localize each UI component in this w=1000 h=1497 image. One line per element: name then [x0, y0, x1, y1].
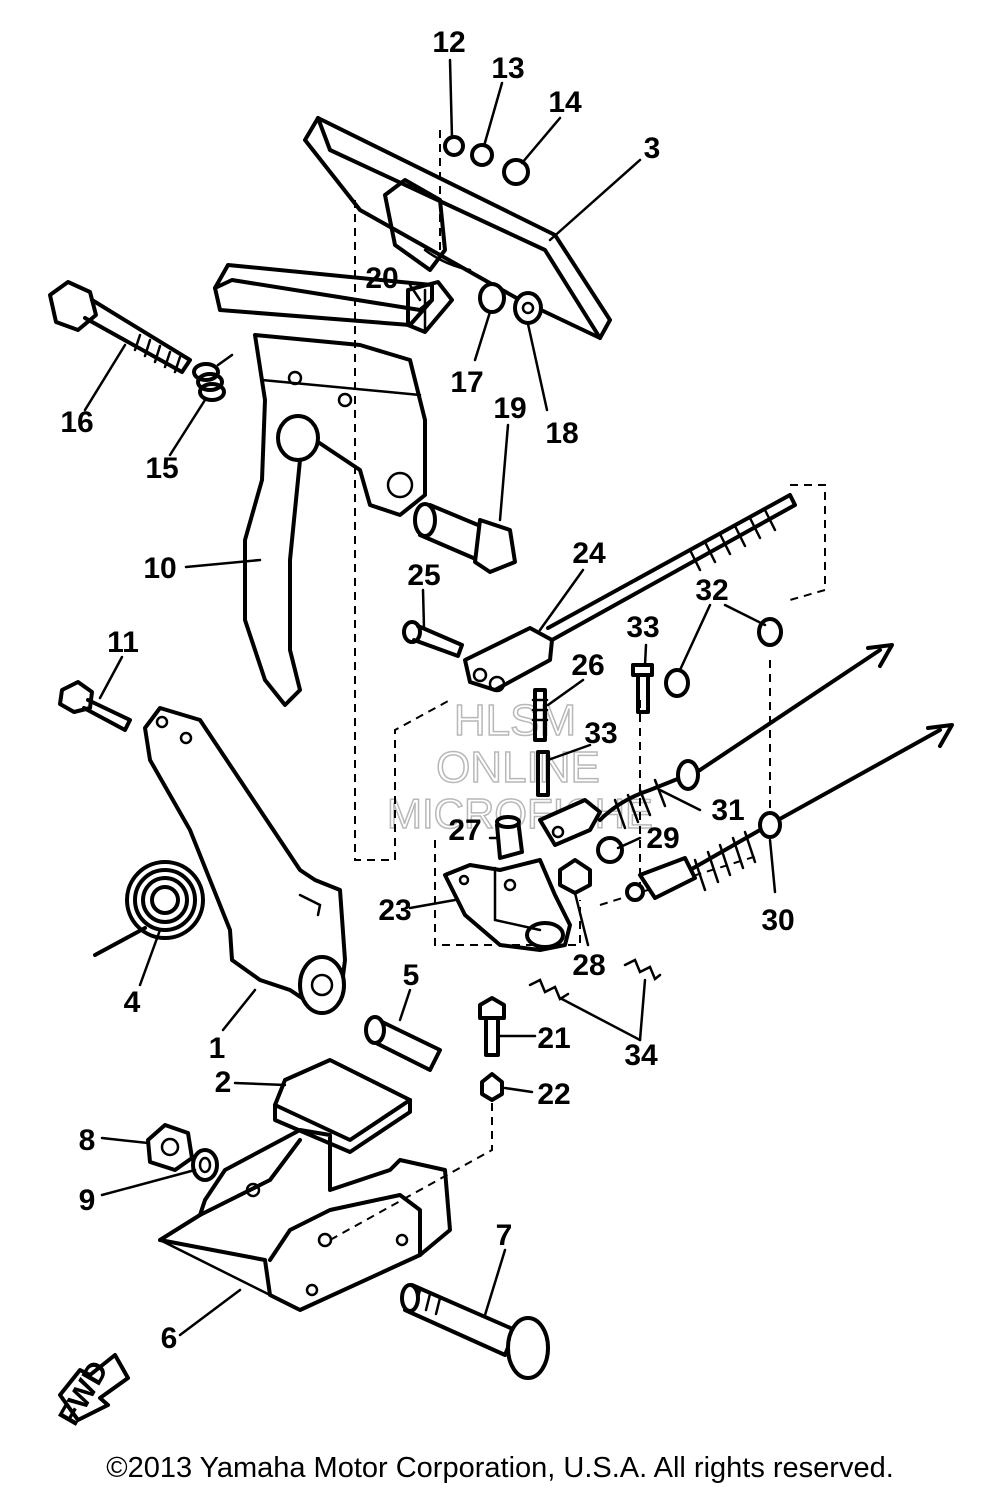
callout-13: 13 — [491, 52, 524, 85]
callout-16: 16 — [60, 406, 93, 439]
callout-10: 10 — [143, 552, 176, 585]
part-11-bolt — [58, 680, 132, 732]
callout-26: 26 — [571, 649, 604, 682]
callout-7: 7 — [496, 1219, 513, 1252]
callout-30: 30 — [761, 904, 794, 937]
leader-lines — [83, 58, 777, 1337]
callout-33-lower: 33 — [584, 717, 617, 750]
callout-numbers: 12 13 14 3 20 17 18 16 15 19 10 24 25 11… — [60, 26, 794, 1355]
callout-31: 31 — [711, 794, 744, 827]
part-2-plate — [273, 1058, 412, 1154]
callout-14: 14 — [548, 86, 582, 119]
callout-27: 27 — [448, 814, 481, 847]
part-5-sleeve — [364, 1015, 442, 1072]
part-10-pedal-arm — [213, 263, 434, 707]
callout-19: 19 — [493, 392, 526, 425]
callout-24: 24 — [572, 537, 606, 570]
part-9-washer — [191, 1148, 219, 1182]
part-1-lever — [143, 706, 347, 1015]
part-26-pin — [531, 688, 549, 742]
callout-32: 32 — [695, 574, 728, 607]
part-16-bolt — [48, 280, 192, 374]
part-3-pedal-pad — [303, 116, 612, 340]
callout-20: 20 — [365, 262, 398, 295]
callout-15: 15 — [145, 452, 178, 485]
watermark-line-1: HLSM — [454, 696, 576, 745]
part-6-bracket — [158, 1128, 452, 1312]
callout-12: 12 — [432, 26, 465, 59]
callout-3: 3 — [644, 132, 661, 165]
part-19-pin — [413, 502, 517, 574]
part-30-cable — [625, 723, 954, 902]
callout-11: 11 — [107, 626, 139, 659]
parts-12-13-14-nuts — [443, 135, 530, 186]
callout-28: 28 — [572, 949, 605, 982]
callout-21: 21 — [537, 1022, 570, 1055]
copyright-notice: ©2013 Yamaha Motor Corporation, U.S.A. A… — [106, 1452, 894, 1484]
part-25-pin — [402, 620, 464, 658]
part-8-nut — [146, 1123, 194, 1172]
part-31-clevis-link — [538, 798, 602, 847]
callout-29: 29 — [646, 822, 679, 855]
part-33-pin-upper — [631, 663, 654, 714]
part-15-spring — [192, 353, 234, 402]
callout-22: 22 — [537, 1078, 570, 1111]
part-21-bolt — [478, 996, 506, 1057]
part-29-nut — [596, 836, 624, 864]
callout-34: 34 — [624, 1039, 658, 1072]
part-27-collar — [495, 815, 524, 860]
callout-9: 9 — [79, 1184, 96, 1217]
part-31-cable — [598, 643, 894, 830]
part-4-coil-spring — [93, 860, 205, 957]
callout-33-upper: 33 — [626, 611, 659, 644]
part-23-bracket — [443, 858, 572, 952]
callout-23: 23 — [378, 894, 411, 927]
part-33-pin-lower — [536, 750, 550, 797]
callout-2: 2 — [215, 1066, 232, 1099]
part-22-nut — [480, 1072, 504, 1102]
parts-17-18-washers — [478, 282, 543, 325]
part-7-bolt — [400, 1283, 550, 1380]
callout-8: 8 — [79, 1124, 96, 1157]
callout-17: 17 — [450, 366, 483, 399]
callout-4: 4 — [124, 986, 141, 1019]
callout-1: 1 — [209, 1032, 226, 1065]
callout-5: 5 — [403, 959, 420, 992]
part-28-nut — [558, 858, 592, 895]
part-24-rod — [463, 493, 797, 693]
callout-18: 18 — [545, 417, 578, 450]
fwd-arrow: FWD — [52, 1353, 130, 1431]
assembly-lines — [329, 130, 826, 1241]
callout-6: 6 — [161, 1322, 178, 1355]
part-32-clip-left — [664, 668, 690, 698]
callout-25: 25 — [407, 559, 440, 592]
